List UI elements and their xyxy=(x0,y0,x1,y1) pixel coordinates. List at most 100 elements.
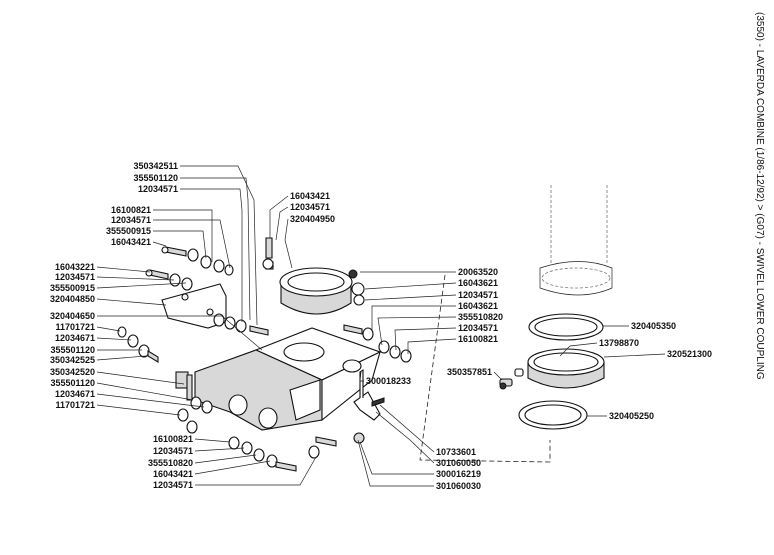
leader-line xyxy=(284,218,293,269)
leader-line xyxy=(194,460,271,475)
part-number-label: 355510820 xyxy=(458,312,503,322)
leader-line xyxy=(180,177,251,321)
leader-line xyxy=(377,316,457,346)
leader-line xyxy=(364,282,457,290)
part-number-label: 11701721 xyxy=(55,400,95,410)
leader-line xyxy=(96,282,187,289)
leader-line xyxy=(97,315,263,351)
part-number-label: 12034571 xyxy=(458,323,498,333)
part-number-label: 12034571 xyxy=(153,446,193,456)
leader-line xyxy=(153,209,213,262)
leader-line xyxy=(96,382,194,401)
part-number-label: 12034571 xyxy=(458,290,498,300)
part-number-label: 350342520 xyxy=(50,367,95,377)
part-number-label: 13798870 xyxy=(599,338,639,348)
part-number-label: 350342525 xyxy=(50,355,95,365)
small-bolt xyxy=(499,368,524,390)
leader-line xyxy=(407,338,457,354)
part-number-label: 300018233 xyxy=(366,376,411,386)
leader-line xyxy=(96,393,205,408)
leader-line xyxy=(96,298,167,306)
part-number-label: 20063520 xyxy=(458,267,498,277)
leader-line xyxy=(603,353,666,358)
hardware-left-lower xyxy=(228,436,337,472)
leader-line xyxy=(375,411,435,464)
hardware-left-middle xyxy=(117,313,269,434)
part-number-label: 12034671 xyxy=(55,389,95,399)
part-number-label: 16043621 xyxy=(458,301,498,311)
hardware-left-upper xyxy=(145,246,234,291)
leader-line xyxy=(152,241,167,247)
leader-line xyxy=(394,327,457,351)
leader-line xyxy=(153,219,231,269)
part-number-label: 11701721 xyxy=(55,322,95,332)
leader-line xyxy=(364,294,457,301)
part-number-label: 12034571 xyxy=(138,184,178,194)
part-number-label: 355501120 xyxy=(50,345,95,355)
leader-line xyxy=(194,454,257,464)
part-number-label: 320521300 xyxy=(667,349,712,359)
leader-line xyxy=(194,447,245,452)
part-number-label: 350357851 xyxy=(447,367,492,377)
part-number-label: 320404850 xyxy=(50,294,95,304)
seal-ring-lower xyxy=(518,400,588,430)
swivel-tube-outline xyxy=(539,185,613,296)
part-number-label: 16043421 xyxy=(111,237,151,247)
far-right-part-labels: 3204053501379887032052130035035785132040… xyxy=(447,321,712,421)
diagram-title: (3550) - LAVERDA COMBINE (1/86-12/92) > … xyxy=(754,12,765,380)
part-number-label: 16100821 xyxy=(458,334,498,344)
middle-part-labels: 3000182331073360130106005030001621930106… xyxy=(357,371,481,491)
leader-line xyxy=(96,355,147,361)
part-number-label: 12034571 xyxy=(153,480,193,490)
part-number-label: 16043421 xyxy=(153,469,193,479)
part-number-label: 16043421 xyxy=(290,191,330,201)
leader-line xyxy=(96,326,121,332)
leader-line xyxy=(379,404,435,453)
left-part-labels: 3503425113555011201203457116100821120345… xyxy=(50,161,317,490)
leader-line xyxy=(195,456,317,486)
bracket-plate xyxy=(161,283,227,329)
part-number-label: 355501120 xyxy=(50,378,95,388)
part-number-label: 16100821 xyxy=(153,434,193,444)
main-housing xyxy=(175,327,382,431)
part-number-label: 355501120 xyxy=(133,173,178,183)
part-number-label: 355500915 xyxy=(106,226,151,236)
leader-line xyxy=(180,165,258,326)
leader-line xyxy=(357,439,434,487)
leader-line xyxy=(269,195,289,238)
part-number-label: 350342511 xyxy=(133,161,178,171)
coupling-ring xyxy=(265,261,353,315)
part-number-label: 12034571 xyxy=(111,215,151,225)
assembly-centerline xyxy=(419,274,551,463)
right-part-labels: 2006352016043621120345711604362135551082… xyxy=(360,267,503,354)
part-number-label: 12034671 xyxy=(55,333,95,343)
leader-line xyxy=(559,342,598,357)
leader-line xyxy=(493,371,503,381)
leader-line xyxy=(180,188,243,322)
part-number-label: 301060030 xyxy=(436,481,481,491)
part-number-label: 300016219 xyxy=(436,469,481,479)
swivel-ring xyxy=(527,348,605,389)
leader-line xyxy=(96,337,132,341)
leader-line xyxy=(371,305,456,330)
leader-line xyxy=(275,206,289,241)
link-arm xyxy=(353,368,385,444)
leader-line xyxy=(96,404,181,416)
leader-line xyxy=(96,266,151,273)
leader-line xyxy=(359,371,364,382)
leader-line xyxy=(153,230,207,259)
part-number-label: 10733601 xyxy=(436,447,476,457)
part-number-label: 12034571 xyxy=(290,202,330,212)
part-number-label: 16043221 xyxy=(55,262,95,272)
part-number-label: 12034571 xyxy=(55,272,95,282)
leader-line xyxy=(359,441,434,475)
part-number-label: 320405250 xyxy=(609,411,654,421)
part-number-label: 320404650 xyxy=(50,311,95,321)
part-number-label: 16043621 xyxy=(458,278,498,288)
seal-ring-upper xyxy=(528,313,604,341)
part-number-label: 320404950 xyxy=(290,214,335,224)
leader-line xyxy=(96,276,175,281)
